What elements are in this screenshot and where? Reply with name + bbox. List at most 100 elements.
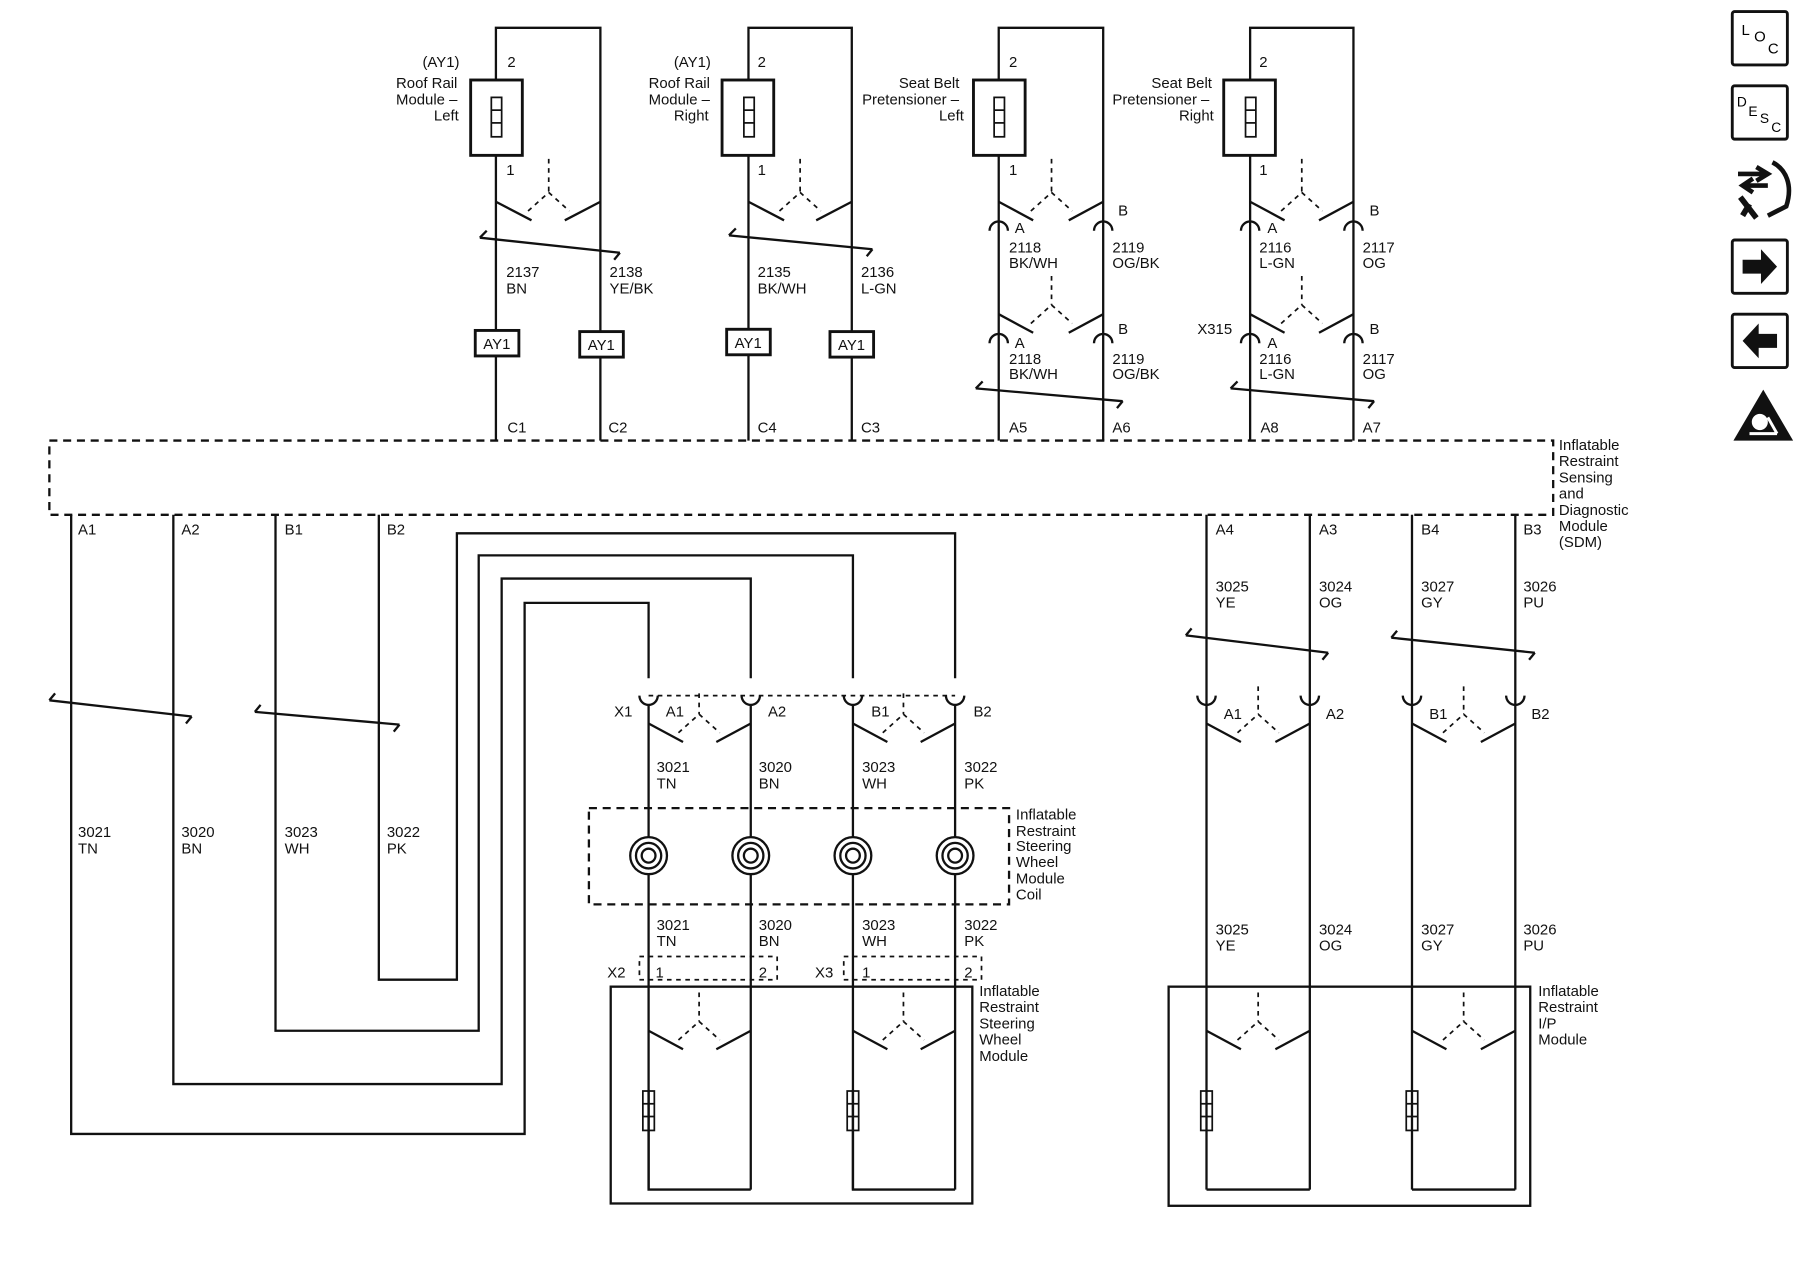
location-button[interactable]: L O C bbox=[1730, 10, 1789, 67]
svg-text:Inflatable: Inflatable bbox=[1559, 437, 1620, 454]
svg-text:YE/BK: YE/BK bbox=[610, 280, 654, 297]
svg-text:B1: B1 bbox=[871, 703, 889, 720]
ip-module-circuit: 3025 YE 3024 OG 3027 GY 3026 PU A1 A2 B1… bbox=[1184, 514, 1557, 1190]
sdm-label: Inflatable Restraint Sensing and Diagnos… bbox=[1559, 437, 1629, 551]
svg-text:GY: GY bbox=[1421, 594, 1443, 611]
svg-text:Right: Right bbox=[1179, 108, 1215, 125]
svg-text:3021: 3021 bbox=[657, 759, 690, 776]
svg-text:TN: TN bbox=[657, 775, 677, 792]
svg-text:Seat Belt: Seat Belt bbox=[1151, 75, 1212, 92]
svg-text:Inflatable: Inflatable bbox=[979, 983, 1040, 1000]
svg-text:L-GN: L-GN bbox=[1259, 366, 1295, 383]
svg-text:A8: A8 bbox=[1260, 419, 1278, 436]
svg-text:Sensing: Sensing bbox=[1559, 469, 1613, 486]
sdm-top-pin-labels: C1 C2 C4 C3 A5 A6 A8 A7 bbox=[507, 419, 1380, 436]
svg-text:B2: B2 bbox=[387, 521, 405, 538]
svg-text:2137: 2137 bbox=[506, 264, 539, 281]
svg-text:B1: B1 bbox=[1429, 706, 1447, 723]
svg-text:A4: A4 bbox=[1216, 521, 1234, 538]
svg-text:X1: X1 bbox=[614, 703, 632, 720]
svg-text:L-GN: L-GN bbox=[861, 280, 897, 297]
svg-text:(SDM): (SDM) bbox=[1559, 534, 1602, 551]
svg-text:B: B bbox=[1370, 321, 1380, 338]
svg-text:A1: A1 bbox=[1224, 706, 1242, 723]
svg-text:AY1: AY1 bbox=[838, 337, 865, 354]
svg-text:Restraint: Restraint bbox=[1559, 453, 1619, 470]
seat-belt-pretensioner-left: 2 1 Seat Belt Pretensioner – Left A B 21… bbox=[862, 26, 1160, 441]
svg-text:3021: 3021 bbox=[657, 917, 690, 934]
svg-text:3024: 3024 bbox=[1319, 578, 1352, 595]
svg-text:3023: 3023 bbox=[285, 824, 318, 841]
svg-text:Inflatable: Inflatable bbox=[1016, 807, 1077, 824]
svg-text:C4: C4 bbox=[758, 419, 777, 436]
svg-text:B2: B2 bbox=[1531, 706, 1549, 723]
svg-text:1: 1 bbox=[758, 162, 766, 179]
svg-text:B2: B2 bbox=[973, 703, 991, 720]
svg-text:3022: 3022 bbox=[964, 917, 997, 934]
svg-text:Left: Left bbox=[939, 108, 965, 125]
svg-text:TN: TN bbox=[657, 933, 677, 950]
svg-text:3020: 3020 bbox=[759, 759, 792, 776]
svg-text:Wheel: Wheel bbox=[1016, 854, 1058, 871]
svg-text:BN: BN bbox=[506, 280, 527, 297]
svg-text:2116: 2116 bbox=[1259, 351, 1291, 368]
svg-text:3023: 3023 bbox=[862, 759, 895, 776]
svg-text:3026: 3026 bbox=[1523, 578, 1556, 595]
svg-text:A: A bbox=[1267, 220, 1277, 237]
svg-text:BK/WH: BK/WH bbox=[1009, 366, 1058, 383]
svg-text:X315: X315 bbox=[1197, 321, 1232, 338]
svg-text:Module: Module bbox=[1559, 518, 1608, 535]
roof-rail-module-right: 2 1 (AY1) Roof Rail Module – Right 2135 … bbox=[649, 26, 897, 441]
svg-text:2: 2 bbox=[1259, 54, 1267, 71]
svg-text:C: C bbox=[1771, 119, 1781, 135]
previous-page-button[interactable] bbox=[1730, 312, 1789, 369]
svg-text:L-GN: L-GN bbox=[1259, 255, 1295, 272]
svg-text:Coil: Coil bbox=[1016, 887, 1042, 904]
svg-text:2138: 2138 bbox=[610, 264, 643, 281]
svg-text:B1: B1 bbox=[285, 521, 303, 538]
svg-text:Module: Module bbox=[979, 1048, 1028, 1065]
svg-text:Left: Left bbox=[434, 108, 460, 125]
svg-text:Module: Module bbox=[1016, 870, 1065, 887]
svg-text:3022: 3022 bbox=[387, 824, 420, 841]
svg-text:GY: GY bbox=[1421, 938, 1443, 955]
connector-end-view-icon[interactable] bbox=[1738, 160, 1792, 220]
svg-text:A1: A1 bbox=[78, 521, 96, 538]
svg-text:S: S bbox=[1760, 110, 1769, 126]
svg-text:Restraint: Restraint bbox=[979, 999, 1039, 1016]
svg-text:3020: 3020 bbox=[759, 917, 792, 934]
svg-text:3025: 3025 bbox=[1216, 921, 1249, 938]
svg-text:2135: 2135 bbox=[758, 264, 791, 281]
svg-text:PU: PU bbox=[1523, 594, 1544, 611]
svg-text:AY1: AY1 bbox=[483, 336, 510, 353]
svg-text:Seat Belt: Seat Belt bbox=[899, 75, 960, 92]
next-page-button[interactable] bbox=[1730, 238, 1789, 295]
svg-text:L: L bbox=[1741, 22, 1749, 39]
svg-text:A1: A1 bbox=[666, 703, 684, 720]
svg-text:C3: C3 bbox=[861, 419, 880, 436]
svg-text:A5: A5 bbox=[1009, 419, 1027, 436]
svg-text:2: 2 bbox=[964, 964, 972, 981]
svg-text:A2: A2 bbox=[768, 703, 786, 720]
steering-wheel-module: X2 1 2 X3 1 2 Inflatable Restraint Steer… bbox=[607, 955, 1040, 1205]
svg-text:Inflatable: Inflatable bbox=[1538, 983, 1599, 1000]
svg-text:I/P: I/P bbox=[1538, 1015, 1556, 1032]
svg-text:OG/BK: OG/BK bbox=[1112, 255, 1159, 272]
svg-text:2116: 2116 bbox=[1259, 240, 1291, 257]
arrow-left-icon bbox=[1742, 323, 1778, 359]
svg-text:2119: 2119 bbox=[1112, 351, 1144, 368]
svg-text:3022: 3022 bbox=[964, 759, 997, 776]
svg-text:Pretensioner –: Pretensioner – bbox=[1112, 91, 1210, 108]
svg-text:1: 1 bbox=[506, 162, 514, 179]
svg-text:A: A bbox=[1015, 335, 1025, 352]
svg-text:3023: 3023 bbox=[862, 917, 895, 934]
svg-text:A7: A7 bbox=[1363, 419, 1381, 436]
airbag-warning-icon[interactable] bbox=[1733, 389, 1794, 441]
roof-rail-module-left: 2 1 (AY1) Roof Rail Module – Left 2137 B… bbox=[396, 26, 654, 441]
svg-text:B3: B3 bbox=[1523, 521, 1541, 538]
svg-text:C1: C1 bbox=[507, 419, 526, 436]
description-button[interactable]: D E S C bbox=[1730, 84, 1789, 141]
svg-text:Steering: Steering bbox=[1016, 838, 1072, 855]
svg-text:Module –: Module – bbox=[396, 91, 458, 108]
